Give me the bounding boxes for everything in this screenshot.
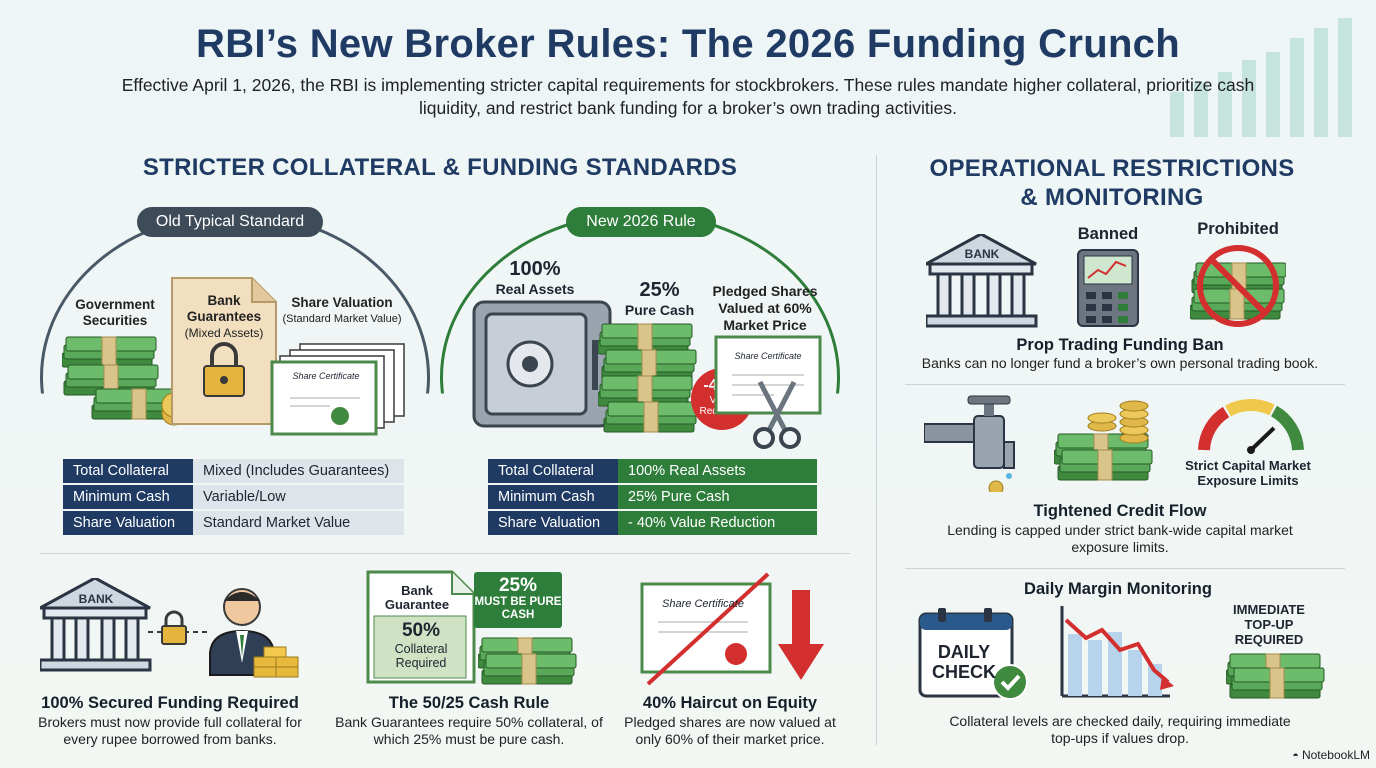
banned-label: Banned — [1077, 225, 1139, 243]
card2-text: Bank Guarantees require 50% collateral, … — [335, 714, 603, 747]
page-subtitle: Effective April 1, 2026, the RBI is impl… — [121, 75, 1255, 118]
card1-bank-text: BANK — [78, 592, 114, 606]
pure-cash-pct: 25% — [639, 279, 680, 301]
calendar-icon — [918, 606, 1038, 702]
right-divider-1 — [905, 384, 1345, 385]
real-assets-label: 100% Real Assets — [485, 258, 585, 297]
row-key: Share Valuation — [488, 511, 618, 535]
declining-chart-icon — [1058, 604, 1176, 700]
cash-coins-icon — [1054, 398, 1156, 483]
section-divider — [876, 155, 877, 745]
topup-label: IMMEDIATE TOP-UP REQUIRED — [1233, 602, 1305, 647]
calendar-text: DAILY CHECK — [931, 642, 996, 682]
trading-terminal-icon — [1076, 248, 1140, 328]
table-row: Share Valuation- 40% Value Reduction — [488, 511, 817, 535]
pure-cash-text: Pure Cash — [624, 302, 695, 318]
card2-doc-sub: Collateral Required — [394, 642, 448, 670]
right-heading-line1: OPERATIONAL RESTRICTIONS — [929, 155, 1295, 182]
brand-text: NotebookLM — [1301, 748, 1370, 762]
crossed-certificate-icon — [638, 572, 778, 687]
row-value: 100% Real Assets — [618, 459, 817, 483]
row-value: Variable/Low — [193, 485, 404, 509]
row-key: Total Collateral — [63, 459, 193, 483]
old-standard-pill: Old Typical Standard — [137, 207, 323, 237]
left-divider — [40, 553, 850, 554]
margin-text: Collateral levels are checked daily, req… — [949, 713, 1291, 746]
share-valuation-label: Share Valuation (Standard Market Value) — [282, 295, 402, 327]
old-certificate-text: Share Certificate — [292, 371, 360, 381]
left-section-heading: STRICTER COLLATERAL & FUNDING STANDARDS — [142, 154, 738, 181]
row-value: Mixed (Includes Guarantees) — [193, 459, 404, 483]
row-key: Minimum Cash — [63, 485, 193, 509]
pure-cash-label: 25% Pure Cash — [622, 279, 697, 318]
right-section-heading: OPERATIONAL RESTRICTIONS & MONITORING — [900, 154, 1324, 212]
gov-securities-label: Government Securities — [75, 297, 155, 328]
card3-certificate-text: Share Certificate — [662, 598, 744, 610]
card2-cash-icon — [478, 636, 578, 686]
row-value: - 40% Value Reduction — [618, 511, 817, 535]
card2-title: The 50/25 Cash Rule — [388, 694, 550, 712]
prop-text: Banks can no longer fund a broker’s own … — [921, 355, 1319, 371]
row-key: Minimum Cash — [488, 485, 618, 509]
safe-icon — [470, 300, 615, 430]
bank-guarantees-sub: (Mixed Assets) — [184, 326, 264, 340]
card3-title: 40% Haircut on Equity — [642, 694, 818, 712]
prohibited-cash-icon — [1190, 243, 1286, 329]
new-rule-pill: New 2026 Rule — [566, 207, 716, 237]
credit-title: Tightened Credit Flow — [1033, 502, 1207, 520]
card1-text: Brokers must now provide full collateral… — [38, 714, 302, 747]
pledged-shares-label: Pledged Shares Valued at 60% Market Pric… — [712, 283, 818, 333]
row-value: Standard Market Value — [193, 511, 404, 535]
new-certificate-text: Share Certificate — [734, 351, 802, 361]
card2-doc-title: Bank Guarantee — [384, 583, 450, 612]
right-bank-text: BANK — [964, 247, 1000, 261]
card2-doc-body: 50% Collateral Required — [378, 620, 464, 670]
card2-badge-pct: 25% — [498, 575, 538, 596]
exposure-gauge-icon — [1196, 398, 1306, 454]
prop-title: Prop Trading Funding Ban — [1016, 336, 1224, 354]
decorative-chart-icon — [1160, 12, 1370, 137]
card3-text: Pledged shares are now valued at only 60… — [624, 714, 836, 747]
share-certificates-icon — [270, 340, 410, 440]
right-divider-2 — [905, 568, 1345, 569]
card2-doc-pct: 50% — [401, 620, 441, 641]
real-assets-text: Real Assets — [495, 281, 575, 297]
lock-icon — [148, 610, 208, 646]
right-heading-line2: & MONITORING — [1020, 184, 1204, 211]
broker-avatar-icon — [206, 583, 306, 678]
row-key: Share Valuation — [63, 511, 193, 535]
down-arrow-icon — [778, 590, 824, 682]
bank-guarantee-card-icon — [366, 570, 476, 685]
share-valuation-sub: (Standard Market Value) — [282, 313, 402, 325]
bank-guarantee-doc-icon — [170, 276, 278, 426]
bank-guarantees-label: Bank Guarantees (Mixed Assets) — [172, 293, 276, 341]
prohibited-label: Prohibited — [1197, 220, 1279, 238]
card2-badge-text: MUST BE PURE CASH — [474, 596, 562, 621]
margin-title: Daily Margin Monitoring — [1024, 580, 1212, 598]
gauge-label: Strict Capital Market Exposure Limits — [1185, 458, 1311, 488]
share-valuation-title: Share Valuation — [291, 295, 393, 310]
card1-title: 100% Secured Funding Required — [41, 694, 299, 712]
row-value: 25% Pure Cash — [618, 485, 817, 509]
footer-brand: ◓ NotebookLM — [1270, 748, 1370, 762]
faucet-icon — [924, 392, 1024, 492]
topup-cash-icon — [1226, 652, 1326, 702]
real-assets-pct: 100% — [509, 258, 561, 280]
brand-icon: ◓ — [1292, 750, 1302, 762]
row-key: Total Collateral — [488, 459, 618, 483]
credit-text: Lending is capped under strict bank-wide… — [947, 522, 1293, 555]
page-title: RBI’s New Broker Rules: The 2026 Funding… — [196, 22, 1180, 66]
bank-guarantees-title: Bank Guarantees — [186, 293, 262, 324]
scissors-icon — [752, 378, 802, 450]
card2-cash-badge: 25% MUST BE PURE CASH — [474, 572, 562, 628]
